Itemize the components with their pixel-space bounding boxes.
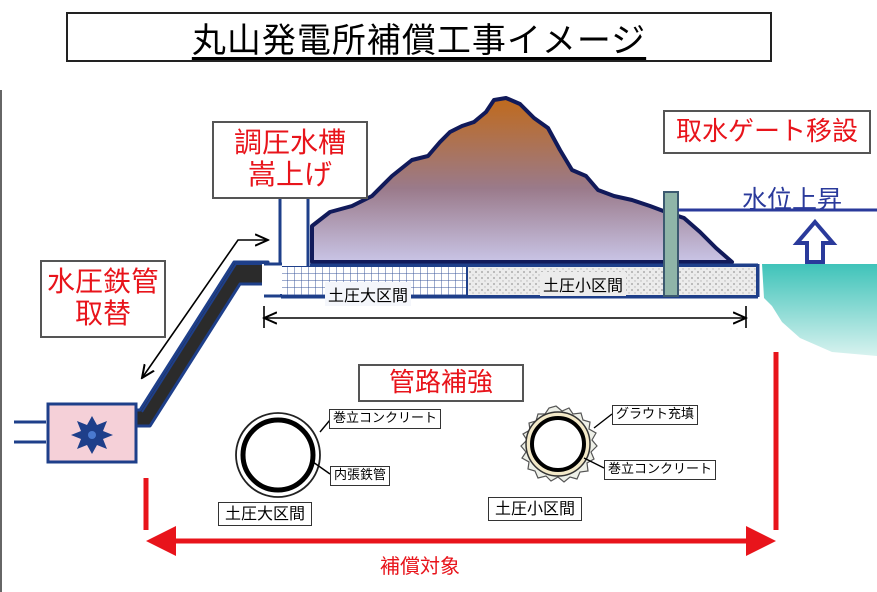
surge-tank-label-line2: 嵩上げ <box>247 158 332 192</box>
turbine-hub <box>88 431 96 439</box>
large-inner-tag: 内張鉄管 <box>330 466 391 486</box>
large-outer-tag: 巻立コンクリート <box>329 409 442 429</box>
intake-gate <box>663 191 679 297</box>
reservoir-water <box>762 264 877 356</box>
intake-gate-label: 取水ゲート移設 <box>675 117 858 147</box>
penstock-label-line1: 水圧鉄管 <box>46 265 159 298</box>
pipe-reinforcement-label: 管路補強 <box>388 368 493 398</box>
surge-tank <box>278 196 310 266</box>
leader-large-outer <box>319 419 331 433</box>
cross-section-small-inner <box>530 416 586 472</box>
penstock-label-line2: 取替 <box>74 297 131 331</box>
small-caption: 土圧小区間 <box>488 497 583 521</box>
large-caption: 土圧大区間 <box>218 502 313 526</box>
surge-tank-label-box: 調圧水槽 嵩上げ <box>212 121 368 199</box>
pipe-reinforcement-label-box: 管路補強 <box>358 364 524 402</box>
penstock-transition <box>262 264 282 294</box>
title-box: 丸山発電所補償工事イメージ <box>66 12 772 62</box>
penstock-span-arrow <box>142 240 268 378</box>
penstock-label-box: 水圧鉄管 取替 <box>40 260 166 338</box>
small-inner-tag: 巻立コンクリート <box>604 460 717 480</box>
water-level-up-arrow <box>792 218 838 264</box>
compensation-target-label: 補償対象 <box>380 554 460 578</box>
water-level-label: 水位上昇 <box>742 185 843 214</box>
section-large-label: 土圧大区間 <box>325 282 412 306</box>
leader-small-outer <box>593 413 613 429</box>
intake-gate-label-box: 取水ゲート移設 <box>663 110 871 154</box>
cross-section-large-inner <box>240 417 316 493</box>
page-title: 丸山発電所補償工事イメージ <box>191 20 647 61</box>
leader-large-inner <box>312 461 331 475</box>
small-outer-tag: グラウト充填 <box>612 405 699 425</box>
surge-tank-label-line1: 調圧水槽 <box>233 126 346 159</box>
leader-small-inner <box>583 457 605 469</box>
section-small-label: 土圧小区間 <box>540 272 627 296</box>
